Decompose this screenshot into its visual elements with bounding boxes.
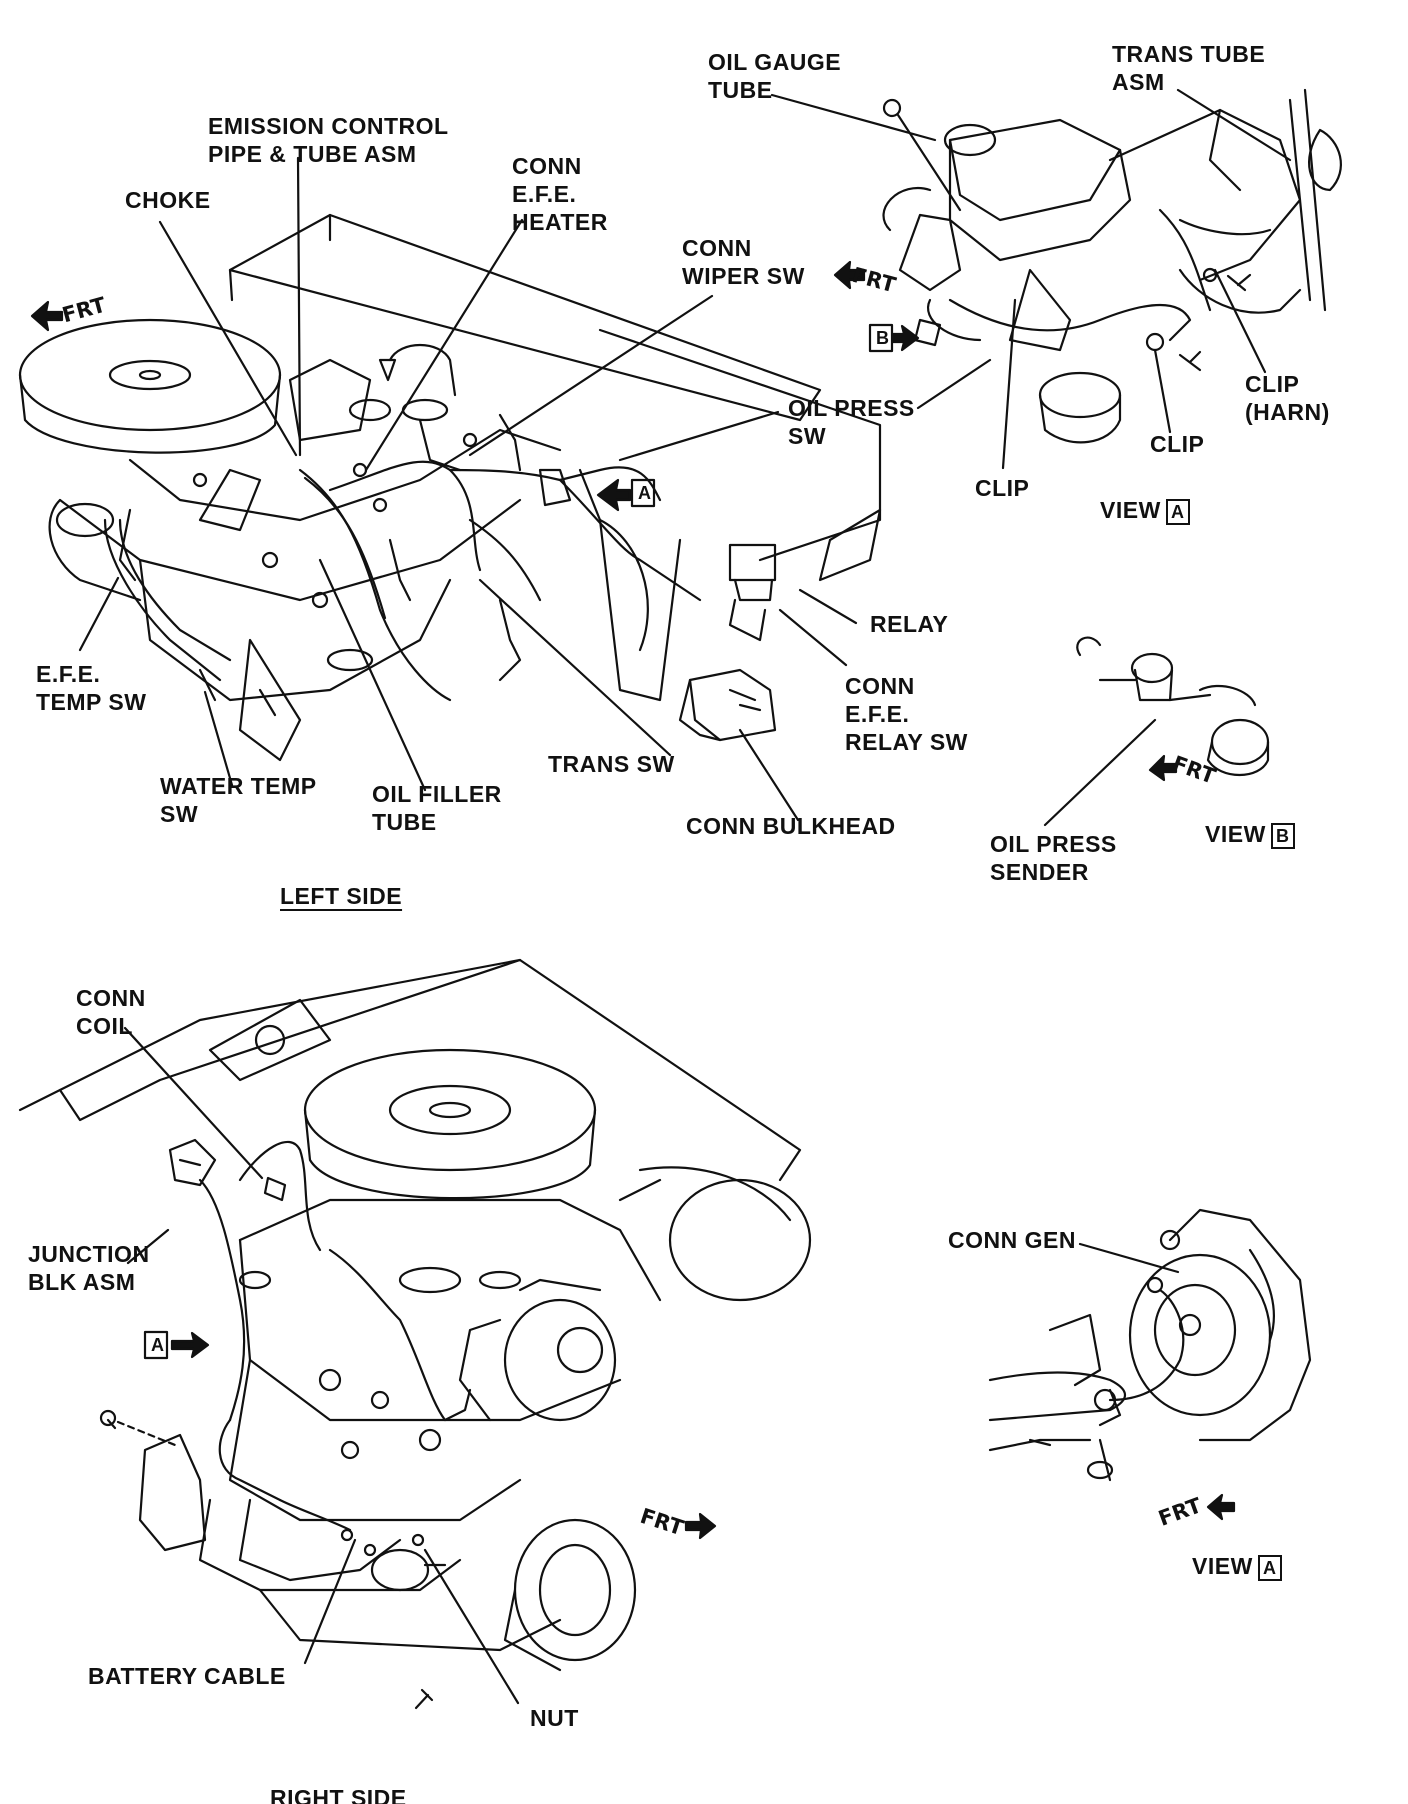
right-leader-lines xyxy=(123,1026,520,1705)
view-a-marker-letter: A xyxy=(638,483,652,503)
view-b-drawing xyxy=(1076,636,1270,782)
label-efe-temp-sw: E.F.E.TEMP SW xyxy=(36,661,147,715)
right-side-title: RIGHT SIDE xyxy=(270,1785,407,1804)
view-a-bottom-drawing xyxy=(988,1208,1312,1521)
label-clip-right: CLIP xyxy=(1150,431,1205,457)
view-b-leader-lines xyxy=(1043,718,1157,827)
left-leader-lines xyxy=(78,156,858,822)
label-clip-harn: CLIP(HARN) xyxy=(1245,371,1330,425)
left-side-engine-drawing xyxy=(18,213,882,762)
view-a-bottom-leader-lines xyxy=(1078,1242,1180,1274)
right-a-marker-letter: A xyxy=(151,1335,165,1355)
label-choke: CHOKE xyxy=(125,187,211,213)
label-conn-gen: CONN GEN xyxy=(948,1227,1076,1253)
label-conn-bulkhead: CONN BULKHEAD xyxy=(686,813,896,839)
right-side-engine-drawing xyxy=(18,958,812,1710)
label-relay: RELAY xyxy=(870,611,949,637)
view-a-top-drawing xyxy=(833,88,1342,444)
view-b-marker-letter: B xyxy=(876,328,890,348)
label-clip-center: CLIP xyxy=(975,475,1030,501)
label-battery-cable: BATTERY CABLE xyxy=(88,1663,286,1689)
view-a-top-leader-lines xyxy=(770,88,1292,470)
label-trans-sw: TRANS SW xyxy=(548,751,675,777)
left-side-title: LEFT SIDE xyxy=(280,883,403,909)
label-nut: NUT xyxy=(530,1705,579,1731)
